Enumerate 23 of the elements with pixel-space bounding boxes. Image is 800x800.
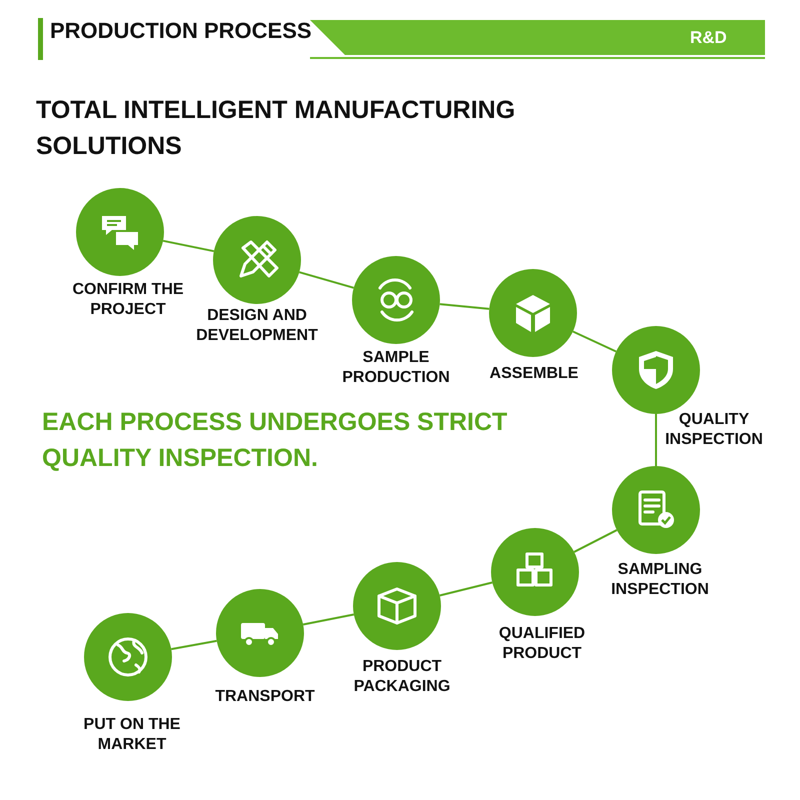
step-label: PRODUCT PACKAGING bbox=[352, 657, 452, 697]
step-label: PUT ON THE MARKET bbox=[82, 715, 182, 755]
step-label: SAMPLE PRODUCTION bbox=[341, 348, 451, 388]
step-label: ASSEMBLE bbox=[488, 364, 580, 384]
slogan: EACH PROCESS UNDERGOES STRICT QUALITY INSPECTION. bbox=[42, 407, 508, 474]
step-label: DESIGN AND DEVELOPMENT bbox=[195, 306, 319, 346]
connector-line bbox=[574, 529, 618, 553]
step-label: TRANSPORT bbox=[214, 687, 316, 707]
step-label: SAMPLING INSPECTION bbox=[610, 560, 710, 600]
connector-line bbox=[655, 414, 657, 466]
connector-line bbox=[299, 271, 354, 289]
page-title: PRODUCTION PROCESS bbox=[50, 18, 312, 44]
connector-line bbox=[302, 614, 354, 626]
step-label: QUALIFIED PRODUCT bbox=[498, 624, 586, 664]
connector-line bbox=[162, 240, 214, 252]
connector-line bbox=[572, 330, 616, 352]
connector-line bbox=[439, 582, 493, 596]
connector-line bbox=[440, 303, 490, 310]
section-tag: R&D bbox=[690, 28, 727, 48]
heading: TOTAL INTELLIGENT MANUFACTURING SOLUTIONS bbox=[36, 95, 516, 162]
connector-line bbox=[171, 640, 217, 650]
step-label: QUALITY INSPECTION bbox=[664, 410, 764, 450]
step-label: CONFIRM THE PROJECT bbox=[71, 280, 185, 320]
